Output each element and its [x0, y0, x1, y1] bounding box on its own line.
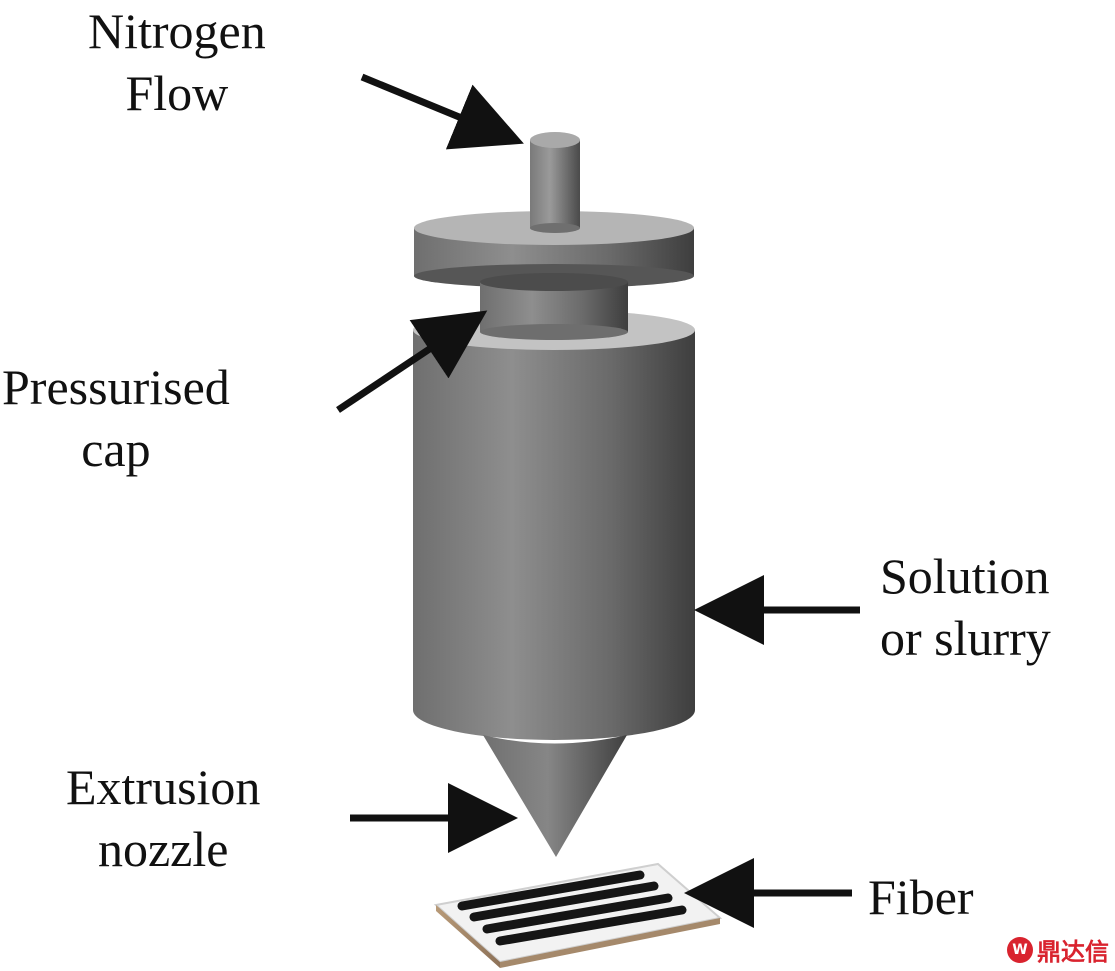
watermark-logo: W 鼎达信 — [1007, 932, 1109, 967]
fiber-sample — [433, 862, 723, 968]
arrow-nitrogen-flow — [360, 73, 524, 150]
label-solution-slurry: Solution or slurry — [880, 548, 1051, 666]
arrow-pressurised-cap — [336, 310, 488, 413]
watermark-icon: W — [1007, 936, 1033, 963]
top-disc — [414, 210, 694, 288]
label-nitrogen-flow: Nitrogen Flow — [88, 3, 266, 121]
label-pressurised-cap: Pressurised cap — [2, 359, 230, 477]
barrel-body — [413, 300, 695, 740]
label-extrusion-nozzle: Extrusion nozzle — [66, 759, 261, 877]
pointer-arrows — [336, 73, 860, 928]
extrusion-nozzle — [483, 735, 627, 857]
label-fiber: Fiber — [868, 869, 974, 925]
